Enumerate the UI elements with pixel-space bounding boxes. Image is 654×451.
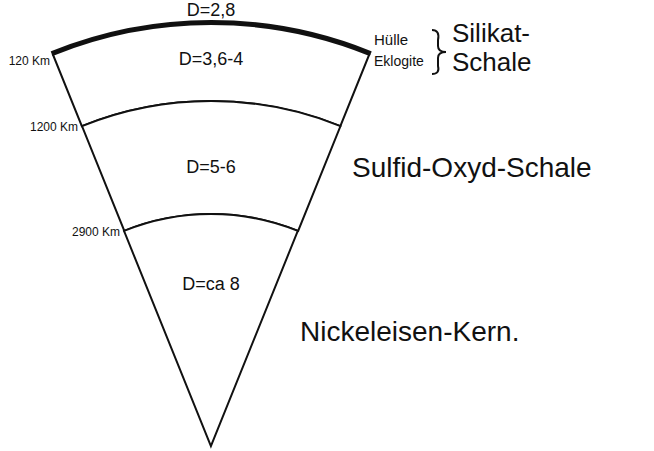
layer-name: Eklogite	[374, 54, 424, 69]
nickel-iron-core: D=ca 8	[124, 214, 298, 446]
shell-name: Sulfid-Oxyd-Schale	[352, 153, 592, 184]
curly-brace	[432, 30, 446, 74]
depth-label: 120 Km	[9, 55, 50, 68]
band-shape	[124, 214, 298, 446]
density-value: D=3,6-4	[179, 50, 244, 70]
sulfide-oxide-shell-band: D=5-6	[82, 101, 340, 231]
layer-name: Hülle	[374, 32, 408, 49]
core-name: Nickeleisen-Kern.	[300, 317, 519, 348]
density-value: D=2,8	[187, 1, 236, 21]
density-value: D=5-6	[186, 158, 236, 178]
band-shape	[82, 101, 340, 231]
depth-label: 1200 Km	[30, 121, 78, 134]
shell-name: Silikat-Schale	[452, 19, 532, 76]
depth-label: 2900 Km	[72, 226, 120, 239]
band-outline	[124, 214, 298, 446]
density-value: D=ca 8	[182, 275, 240, 295]
